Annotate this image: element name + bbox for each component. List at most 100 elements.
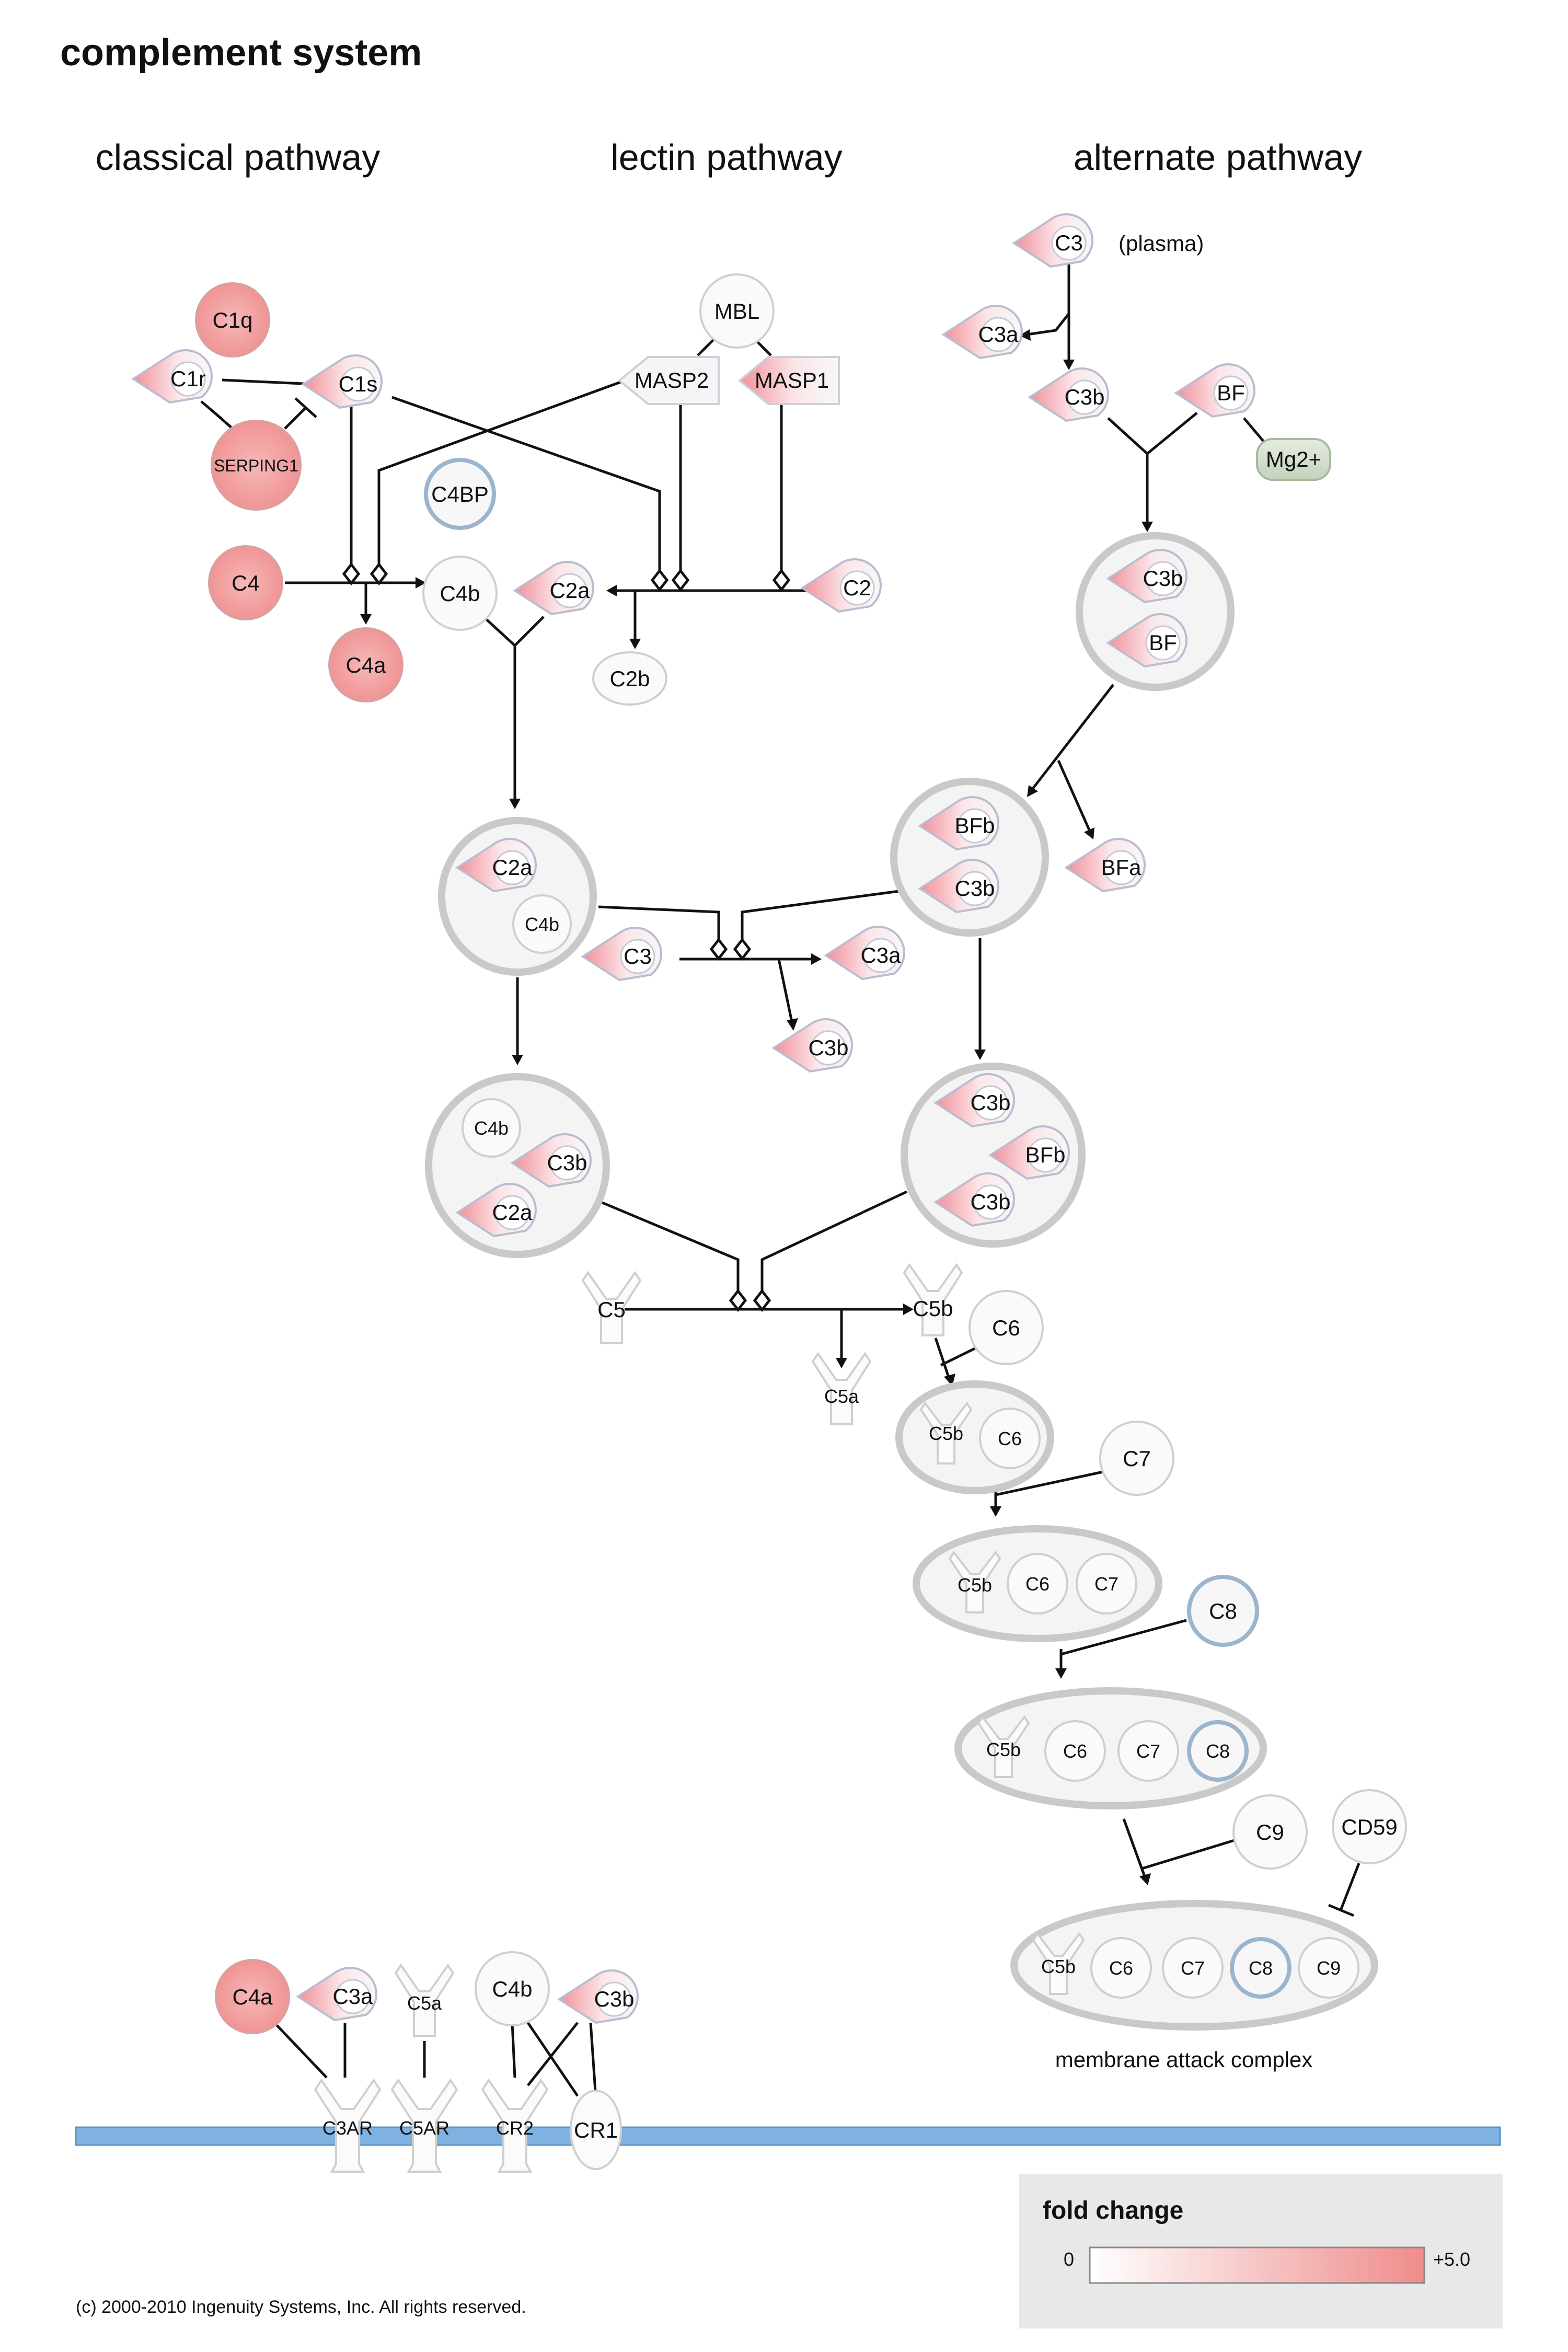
svg-text:C3b: C3b: [1143, 566, 1183, 591]
svg-text:C3b: C3b: [594, 1987, 634, 2011]
node-c5[interactable]: C5: [581, 1271, 642, 1344]
svg-text:C6: C6: [1063, 1740, 1087, 1762]
node-c3-plasma[interactable]: C3: [1012, 213, 1093, 268]
node-masp1[interactable]: MASP1: [737, 356, 840, 405]
complex-c3b-bf[interactable]: C3b BF: [1076, 532, 1235, 691]
svg-text:C4BP: C4BP: [431, 482, 489, 506]
svg-text:C7: C7: [1094, 1573, 1119, 1595]
node-c2a[interactable]: C2a: [513, 561, 594, 616]
node-c1r[interactable]: C1r: [131, 349, 213, 404]
complex-c5b6[interactable]: C5b C6: [895, 1380, 1054, 1494]
svg-text:C7: C7: [1181, 1957, 1205, 1979]
node-c4a[interactable]: C4a: [328, 627, 403, 702]
complex-c3b-bfb-c3b[interactable]: C3b BFb C3b: [901, 1063, 1086, 1248]
svg-text:MASP1: MASP1: [755, 368, 829, 393]
node-cd59[interactable]: CD59: [1332, 1789, 1407, 1864]
svg-text:C5b: C5b: [958, 1574, 992, 1596]
svg-text:CR1: CR1: [574, 2118, 618, 2142]
svg-text:BFb: BFb: [1025, 1143, 1065, 1167]
receptor-cr2[interactable]: CR2: [481, 2078, 549, 2173]
complex-bfb-c3b[interactable]: BFb C3b: [890, 778, 1049, 937]
complex-c5b67[interactable]: C5b C6 C7: [913, 1525, 1162, 1642]
receptor-c5ar[interactable]: C5AR: [390, 2078, 458, 2173]
page-title: complement system: [60, 32, 422, 74]
svg-text:C1q: C1q: [212, 308, 252, 332]
svg-text:C5: C5: [597, 1297, 626, 1322]
svg-text:C3b: C3b: [808, 1035, 848, 1060]
svg-text:C7: C7: [1136, 1740, 1160, 1762]
node-c3b-mid[interactable]: C3b: [771, 1018, 853, 1073]
node-serping1[interactable]: SERPING1: [211, 420, 302, 511]
receptor-cr1[interactable]: CR1: [570, 2090, 622, 2170]
heading-lectin: lectin pathway: [610, 137, 843, 178]
node-c8[interactable]: C8: [1187, 1575, 1259, 1647]
membrane-ligand-c3a[interactable]: C3a: [296, 1967, 377, 2022]
legend-gradient-bar: [1089, 2246, 1425, 2284]
complex-c4b-c3b-c2a[interactable]: C4b C3b C2a: [425, 1073, 610, 1258]
complex-c2a-c4b[interactable]: C2a C4b: [438, 817, 597, 976]
catalysis-markers: [342, 562, 791, 1312]
svg-text:MASP2: MASP2: [635, 368, 709, 393]
svg-text:CD59: CD59: [1341, 1815, 1397, 1839]
node-c4b[interactable]: C4b: [422, 556, 498, 631]
svg-text:SERPING1: SERPING1: [214, 456, 298, 475]
membrane-ligand-c3b[interactable]: C3b: [557, 1969, 639, 2024]
node-bf[interactable]: BF: [1174, 363, 1255, 418]
svg-text:C3a: C3a: [978, 322, 1019, 347]
svg-text:MBL: MBL: [714, 299, 759, 324]
svg-text:C5b: C5b: [1041, 1956, 1076, 1977]
complex-c5b678[interactable]: C5b C6 C7 C8: [954, 1687, 1267, 1809]
svg-text:BFb: BFb: [954, 813, 995, 838]
heading-classical: classical pathway: [96, 137, 381, 178]
node-masp2[interactable]: MASP2: [617, 356, 720, 405]
svg-text:C1s: C1s: [339, 372, 378, 396]
node-c4bp[interactable]: C4BP: [424, 458, 496, 530]
node-c3a-top[interactable]: C3a: [941, 305, 1023, 360]
node-mg2[interactable]: Mg2+: [1256, 438, 1331, 481]
svg-text:C3a: C3a: [332, 1984, 373, 2009]
svg-text:C2a: C2a: [492, 855, 533, 880]
svg-text:C3: C3: [1055, 230, 1083, 255]
node-c7[interactable]: C7: [1099, 1421, 1174, 1496]
svg-text:C2a: C2a: [549, 578, 590, 603]
membrane-ligand-c5a[interactable]: C5a: [394, 1963, 455, 2037]
copyright: (c) 2000-2010 Ingenuity Systems, Inc. Al…: [76, 2297, 526, 2317]
legend-min: 0: [1064, 2249, 1074, 2270]
svg-text:C4a: C4a: [232, 1985, 273, 2009]
node-c5b[interactable]: C5b: [903, 1263, 963, 1336]
svg-text:C9: C9: [1256, 1820, 1284, 1844]
node-c5a[interactable]: C5a: [811, 1352, 872, 1425]
node-c4[interactable]: C4: [208, 545, 283, 620]
svg-text:C6: C6: [1025, 1573, 1050, 1595]
svg-text:C9: C9: [1317, 1957, 1341, 1979]
heading-alternate: alternate pathway: [1074, 137, 1363, 178]
receptor-c3ar[interactable]: C3AR: [314, 2078, 382, 2173]
svg-text:C4a: C4a: [345, 653, 386, 677]
node-mbl[interactable]: MBL: [699, 273, 775, 349]
svg-text:BF: BF: [1217, 381, 1245, 405]
membrane-ligand-c4b[interactable]: C4b: [475, 1951, 550, 2026]
svg-text:C5b: C5b: [929, 1423, 963, 1444]
membrane-ligand-c4a[interactable]: C4a: [215, 1959, 290, 2034]
node-c3-mid[interactable]: C3: [581, 927, 662, 982]
svg-text:C2a: C2a: [492, 1200, 533, 1225]
node-bfa[interactable]: BFa: [1064, 838, 1146, 893]
node-c2b[interactable]: C2b: [592, 651, 667, 706]
svg-text:C6: C6: [998, 1428, 1022, 1449]
svg-text:BF: BF: [1149, 630, 1177, 655]
complex-mac[interactable]: C5b C6 C7 C8 C9: [1010, 1900, 1378, 2031]
node-c9[interactable]: C9: [1232, 1794, 1308, 1870]
node-c3b-top[interactable]: C3b: [1028, 367, 1109, 422]
svg-text:C3b: C3b: [954, 876, 995, 901]
svg-text:C5b: C5b: [986, 1739, 1021, 1760]
svg-text:C1r: C1r: [170, 366, 206, 391]
svg-text:C6: C6: [992, 1316, 1020, 1340]
node-c3a-mid[interactable]: C3a: [824, 926, 905, 981]
node-c6[interactable]: C6: [969, 1290, 1044, 1365]
svg-text:C3b: C3b: [1064, 385, 1104, 409]
node-c2[interactable]: C2: [800, 558, 882, 613]
node-c1s[interactable]: C1s: [301, 354, 383, 409]
cell-membrane: [75, 2126, 1501, 2146]
node-c1q[interactable]: C1q: [195, 282, 270, 358]
svg-text:C3b: C3b: [970, 1090, 1010, 1115]
